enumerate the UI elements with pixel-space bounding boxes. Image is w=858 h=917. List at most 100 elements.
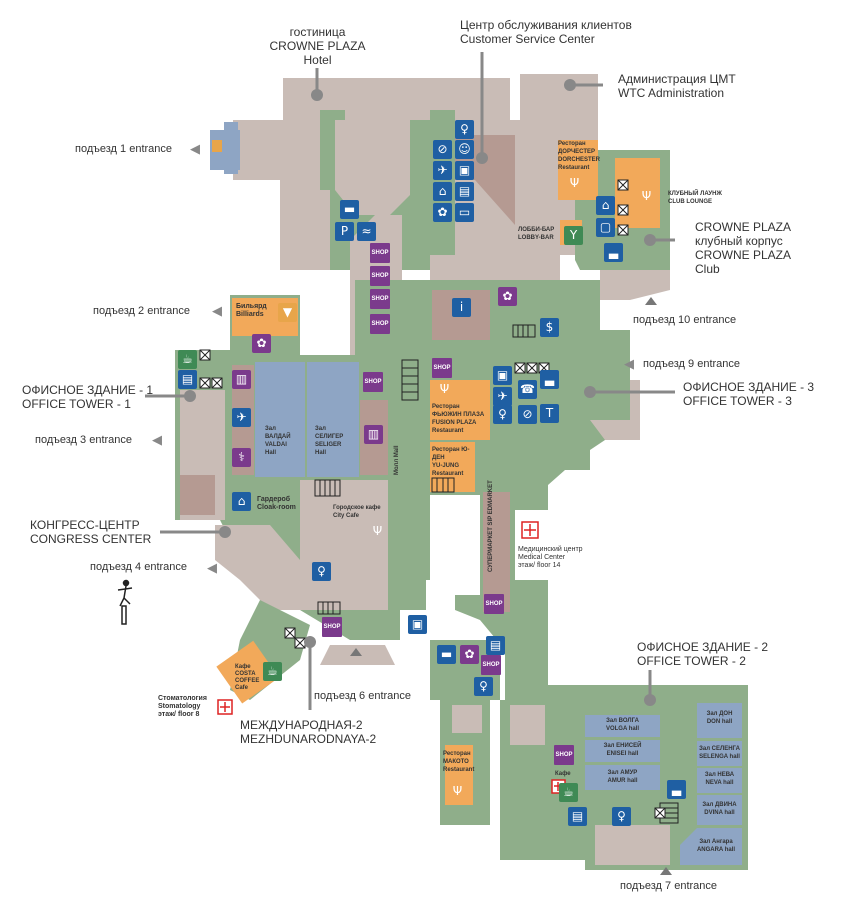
bed-icon: ▃ bbox=[540, 370, 559, 389]
office-tower-1-room bbox=[180, 475, 215, 515]
admin-ru: Администрация ЦМТ bbox=[618, 72, 736, 86]
theater-icon: ☺ bbox=[455, 140, 474, 159]
supermarket bbox=[483, 492, 510, 612]
pharmacy-icon: ⚕ bbox=[232, 448, 251, 467]
selenga-hall bbox=[697, 741, 742, 766]
costa-label: Кафе COSTA COFFEE Cafe bbox=[235, 664, 265, 692]
mall-block bbox=[300, 480, 390, 610]
office1-ru: ОФИСНОЕ ЗДАНИЕ - 1 bbox=[22, 383, 154, 397]
wc-icon: ♀ bbox=[493, 405, 512, 424]
dorchester-ru: Ресторан ДОРЧЕСТЕР bbox=[558, 141, 596, 155]
clublounge-label: КЛУБНЫЙ ЛАУНЖ CLUB LOUNGE bbox=[668, 190, 722, 206]
don-hall bbox=[697, 703, 742, 738]
costa-en: COSTA COFFEE Cafe bbox=[235, 671, 260, 691]
dental-ru: Стоматология bbox=[158, 695, 207, 702]
congress-label: КОНГРЕСС-ЦЕНТР CONGRESS CENTER bbox=[30, 518, 151, 546]
volga-ru: Зал ВОЛГА bbox=[606, 718, 639, 724]
entrance7-label: подъезд 7 entrance bbox=[620, 880, 718, 892]
supermarket-en: SIP EDMARKET bbox=[488, 480, 494, 526]
mall-label: Молл Mall bbox=[393, 446, 401, 475]
amur-en: AMUR hall bbox=[607, 778, 638, 784]
entrance7-arrow-icon bbox=[660, 867, 672, 875]
atm-icon: ▤ bbox=[568, 807, 587, 826]
makoto-en: Restaurant bbox=[443, 767, 475, 773]
entrance3-label: подъезд 3 entrance bbox=[35, 434, 133, 446]
customer-service-en: Customer Service Center bbox=[460, 32, 595, 46]
dental-label: Стоматология Stomatology этаж/ floor 8 bbox=[158, 695, 207, 719]
valdai-label: Зал ВАЛДАЙ VALDAI Hall bbox=[265, 425, 295, 457]
shop-icon: SHOP bbox=[370, 266, 390, 286]
bed-icon: ▃ bbox=[604, 243, 623, 262]
entrance6-arrow-icon bbox=[350, 648, 362, 656]
shop-icon: SHOP bbox=[370, 289, 390, 309]
atm-icon: ▤ bbox=[178, 370, 197, 389]
supermarket-label: СУПЕРМАРКЕТ SIP EDMARKET bbox=[487, 480, 495, 572]
hotel-core bbox=[335, 120, 410, 215]
metro-ru: МЕЖДУНАРОДНАЯ-2 bbox=[240, 718, 363, 732]
angara-en: ANGARA hall bbox=[696, 847, 736, 853]
entrance10-label: подъезд 10 entrance bbox=[633, 314, 737, 326]
shop-icon: SHOP bbox=[370, 314, 390, 334]
office3-en: OFFICE TOWER - 3 bbox=[683, 394, 792, 408]
entrance1-marker bbox=[212, 140, 222, 152]
clublounge-ru: КЛУБНЫЙ ЛАУНЖ bbox=[668, 191, 722, 197]
entrance1-porch-inner bbox=[224, 122, 238, 174]
citycafe-en: City Cafe bbox=[333, 513, 360, 519]
entrance9-arrow-icon: ◀ bbox=[624, 356, 634, 371]
shop-icon: SHOP bbox=[363, 372, 383, 392]
cloak-en: Cloak-room bbox=[257, 504, 296, 511]
citycafe-label: Городское кафе City Cafe bbox=[333, 504, 381, 520]
dental-cross-icon bbox=[217, 699, 233, 715]
seliger-label: Зал СЕЛИГЕР SELIGER Hall bbox=[315, 425, 349, 457]
bus-icon: ▣ bbox=[408, 615, 427, 634]
dvina-hall bbox=[697, 795, 742, 825]
dvina-en: DVINA hall bbox=[704, 810, 735, 816]
shop-icon: SHOP bbox=[484, 594, 504, 614]
leader-dots bbox=[184, 79, 656, 706]
valdai-en: VALDAI Hall bbox=[265, 442, 287, 456]
office3-ru: ОФИСНОЕ ЗДАНИЕ - 3 bbox=[683, 380, 815, 394]
valdai-ru: Зал ВАЛДАЙ bbox=[265, 426, 291, 440]
plane-icon: ✈ bbox=[433, 161, 452, 180]
computer-icon: ▭ bbox=[455, 203, 474, 222]
shop-icon: SHOP bbox=[481, 655, 501, 675]
amur-ru: Зал АМУР bbox=[607, 770, 638, 776]
fusion-ru: Ресторан ФЬЮЖИН ПЛАЗА bbox=[432, 404, 485, 418]
congress-en: CONGRESS CENTER bbox=[30, 532, 152, 546]
seliger-ru: Зал СЕЛИГЕР bbox=[315, 426, 344, 440]
neva-en: NEVA hall bbox=[705, 780, 734, 786]
costa-cafe bbox=[216, 640, 280, 704]
office1-label: ОФИСНОЕ ЗДАНИЕ - 1 OFFICE TOWER - 1 bbox=[22, 383, 153, 411]
fork-knife-icon: Ψ bbox=[641, 189, 652, 203]
metro-label: МЕЖДУНАРОДНАЯ-2 MEZHDUNARODNAYA-2 bbox=[240, 718, 376, 746]
clublounge-en: CLUB LOUNGE bbox=[668, 199, 712, 205]
office2-core bbox=[595, 825, 670, 865]
beauty-icon: ✿ bbox=[252, 334, 271, 353]
billiards-ru: Бильярд bbox=[236, 303, 267, 310]
makoto-ru: Ресторан МАКОТО bbox=[443, 751, 471, 765]
volga-en: VOLGA hall bbox=[605, 726, 640, 732]
entrance9-approach bbox=[590, 380, 640, 440]
club-ru2: клубный корпус bbox=[695, 234, 783, 248]
gift-icon: ✿ bbox=[433, 203, 452, 222]
valdai-hall bbox=[255, 362, 305, 477]
plane-icon: ✈ bbox=[493, 387, 512, 406]
fusion-label: Ресторан ФЬЮЖИН ПЛАЗА FUSION PLAZA Resta… bbox=[432, 403, 490, 435]
train-icon: ▤ bbox=[455, 182, 474, 201]
bus-icon: ▣ bbox=[455, 161, 474, 180]
admin-label: Администрация ЦМТ WTC Administration bbox=[618, 72, 736, 100]
fork-knife-icon: Ψ bbox=[372, 524, 383, 538]
congress-ru: КОНГРЕСС-ЦЕНТР bbox=[30, 518, 140, 532]
entrance1-arrow-icon: ◀ bbox=[190, 141, 200, 156]
office1-en: OFFICE TOWER - 1 bbox=[22, 397, 131, 411]
office2-label: ОФИСНОЕ ЗДАНИЕ - 2 OFFICE TOWER - 2 bbox=[637, 640, 768, 668]
atrium-void bbox=[430, 495, 480, 595]
amur-hall bbox=[585, 765, 660, 790]
lobby-en: LOBBY-BAR bbox=[518, 235, 554, 241]
mall-ru: Молл bbox=[394, 458, 400, 475]
wc-icon: ♀ bbox=[474, 677, 493, 696]
